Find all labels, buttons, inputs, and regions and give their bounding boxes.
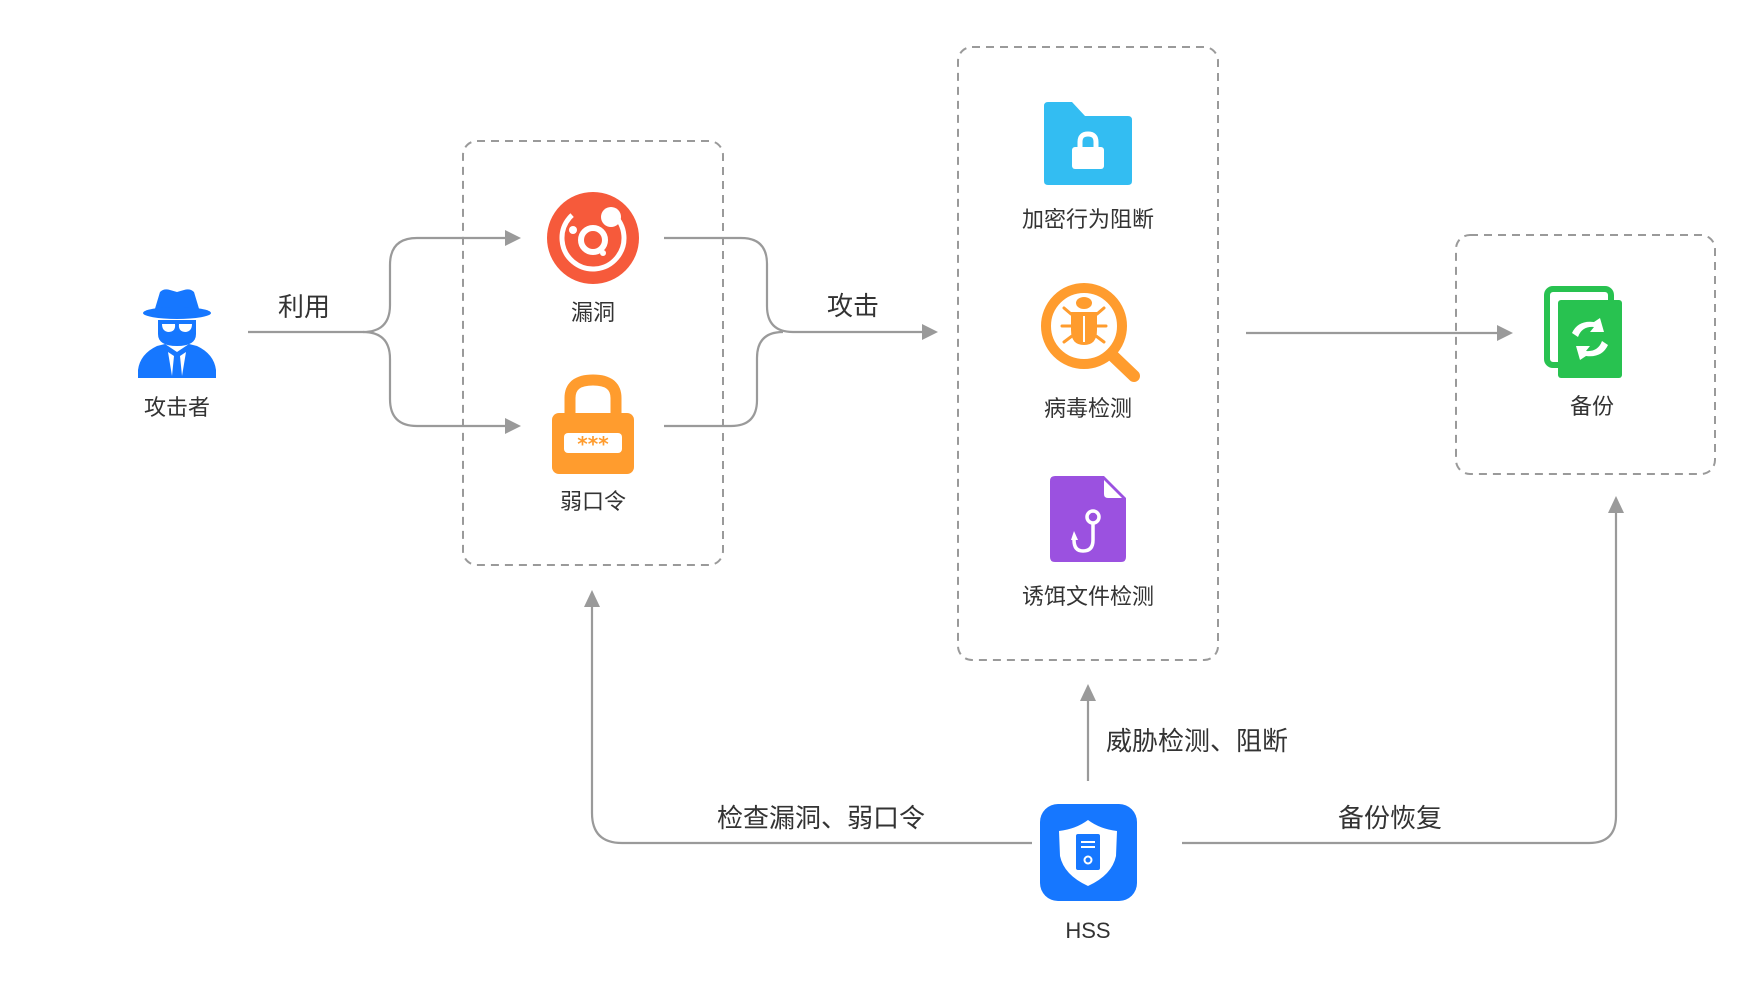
hooked-file-icon (1050, 476, 1126, 562)
arrowhead (922, 324, 938, 340)
arrowhead (1080, 684, 1096, 701)
vulnerability-label: 漏洞 (571, 301, 615, 326)
vulnerability-target-icon (547, 192, 639, 284)
backup-restore-connector (1182, 496, 1624, 845)
shield-server-icon (1040, 804, 1137, 901)
bait-file-node[interactable]: 诱饵文件检测 (1022, 476, 1154, 610)
hss-node[interactable]: HSS (1040, 804, 1137, 943)
backup-node[interactable]: 备份 (1544, 286, 1622, 420)
spy-icon (138, 289, 216, 378)
encryption-block-label: 加密行为阻断 (1022, 208, 1154, 233)
backup-label: 备份 (1570, 395, 1614, 420)
threat-detect-connector (1080, 684, 1096, 781)
svg-text:***: *** (577, 432, 609, 456)
weak-password-label: 弱口令 (560, 490, 626, 515)
spy-glasses-icon (162, 324, 192, 332)
attack-label: 攻击 (827, 292, 879, 322)
backup-restore-label: 备份恢复 (1338, 804, 1442, 834)
exploit-label: 利用 (278, 293, 330, 323)
to-backup-connector (1246, 325, 1513, 341)
defense-group (957, 46, 1219, 661)
check-vuln-label: 检查漏洞、弱口令 (717, 804, 925, 834)
arrowhead (505, 418, 521, 434)
attack-connector (664, 236, 938, 428)
backup-group (1455, 234, 1716, 475)
attacker-label: 攻击者 (144, 396, 210, 421)
virus-detection-node[interactable]: 病毒检测 (1041, 283, 1140, 422)
weak-password-node[interactable]: *** 弱口令 (552, 374, 634, 515)
virus-detection-label: 病毒检测 (1044, 397, 1132, 422)
backup-sync-icon (1544, 286, 1622, 378)
locked-folder-icon (1044, 102, 1132, 185)
exploit-connector (248, 230, 521, 434)
arrowhead (1608, 496, 1624, 513)
hss-label: HSS (1065, 918, 1110, 943)
bait-file-label: 诱饵文件检测 (1022, 585, 1154, 610)
encryption-block-node[interactable]: 加密行为阻断 (1022, 102, 1154, 233)
arrowhead (584, 590, 600, 607)
threat-detect-label: 威胁检测、阻断 (1106, 727, 1288, 757)
password-lock-icon: *** (552, 374, 634, 474)
arrowhead (505, 230, 521, 246)
arrowhead (1497, 325, 1513, 341)
check-vuln-connector (584, 590, 1032, 845)
attack-vector-group (462, 140, 724, 566)
vulnerability-node[interactable]: 漏洞 (547, 192, 639, 326)
bug-magnifier-icon (1041, 283, 1140, 382)
attacker-node[interactable]: 攻击者 (138, 289, 216, 421)
